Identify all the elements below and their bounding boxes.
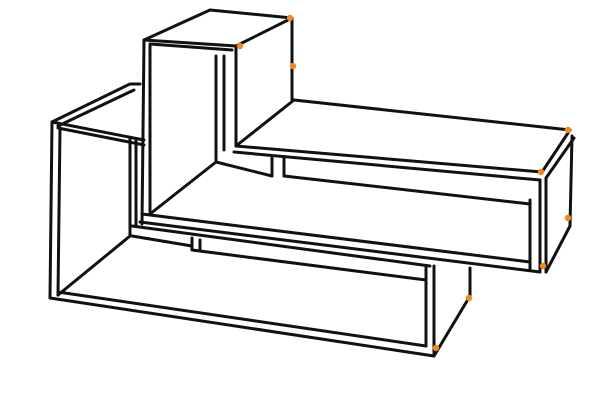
right-cube-back-bottom-edge xyxy=(282,174,532,206)
connector-top-edge xyxy=(130,224,432,268)
corner-marker-5 xyxy=(537,168,545,176)
corner-marker-2 xyxy=(236,42,244,50)
right-cube-inner-ledge xyxy=(214,160,274,178)
left-cube-bottom-inner-edge xyxy=(56,290,428,348)
right-cube-bottom-front-outer-edge xyxy=(138,220,542,274)
right-cube-bottom-right-edge xyxy=(544,224,572,274)
tall-cube-floor-diagonal xyxy=(148,160,218,216)
tall-cube-top-front-inner-edge xyxy=(148,42,234,52)
tall-back-cube xyxy=(140,8,294,226)
right-cube-back-right-vertical xyxy=(568,134,574,228)
tall-cube-top-right-edge xyxy=(234,16,294,48)
corner-marker-8 xyxy=(465,294,473,302)
right-cube-top-right-inner-edge xyxy=(544,136,576,180)
connector-bottom-edge xyxy=(190,248,428,282)
corner-marker-1 xyxy=(286,14,294,22)
connector-left-ledge xyxy=(130,234,194,248)
corner-marker-3 xyxy=(289,62,297,70)
left-low-cube xyxy=(48,82,436,358)
left-cube-top-front-edge xyxy=(50,120,146,142)
left-cube-outer-vertical-edge xyxy=(48,120,54,300)
left-cube-top-inner-edge xyxy=(56,88,136,128)
left-cube-floor-diagonal xyxy=(56,234,132,297)
right-cube-top-front-inner-edge xyxy=(232,150,542,182)
tall-cube-front-left-vertical xyxy=(140,38,146,226)
left-cube-inner-vertical-edge xyxy=(56,126,62,297)
right-cube-top-right-edge xyxy=(540,128,572,174)
right-cube-top-back-edge xyxy=(292,98,572,132)
corner-marker-7 xyxy=(539,262,547,270)
tall-cube-top-back-edge xyxy=(142,8,294,42)
lower-connector xyxy=(130,224,472,358)
corner-marker-4 xyxy=(564,126,572,134)
marker-group xyxy=(236,14,572,352)
right-cube-top-front-edge xyxy=(234,144,544,174)
tall-cube-top-front-edge xyxy=(142,38,238,48)
right-wide-cube xyxy=(138,98,576,274)
right-cube-bottom-front-edge xyxy=(140,212,532,264)
corner-marker-9 xyxy=(432,344,440,352)
connector-bottom-right-edge xyxy=(432,294,472,358)
right-cube-top-left-edge xyxy=(234,98,296,148)
corner-marker-6 xyxy=(564,214,572,222)
left-cube-bottom-front-edge xyxy=(48,296,436,358)
left-cube-top-back-edge xyxy=(50,82,142,124)
